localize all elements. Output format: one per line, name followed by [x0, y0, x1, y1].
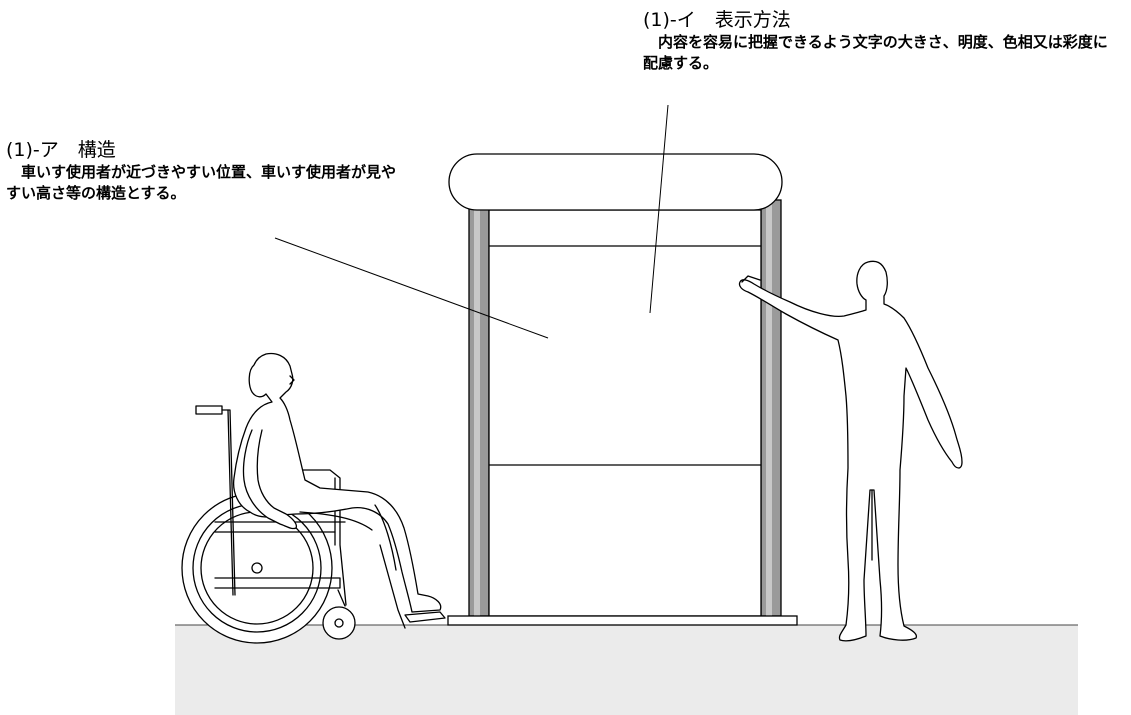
annotation-display-method: (1)-イ 表示方法 内容を容易に把握できるよう文字の大きさ、明度、色相又は彩度…	[643, 8, 1118, 74]
wheelchair-caster	[322, 606, 356, 640]
signboard-cap	[448, 153, 783, 211]
ground-floor	[175, 625, 1078, 715]
wheelchair-user	[181, 352, 446, 644]
standing-person-body	[738, 260, 963, 642]
annotation-structure: (1)-ア 構造 車いす使用者が近づきやすい位置、車いす使用者が見やすい高さ等の…	[6, 138, 406, 204]
annotation-structure-body: 車いす使用者が近づきやすい位置、車いす使用者が見やすい高さ等の構造とする。	[6, 163, 397, 202]
leader-line-display	[649, 104, 669, 314]
annotation-display-heading: (1)-イ 表示方法	[643, 9, 791, 31]
signboard	[447, 153, 798, 626]
signboard-base	[447, 615, 798, 626]
signboard-panel	[488, 209, 762, 617]
wheelchair-user-body	[232, 352, 442, 613]
leader-line-structure	[274, 237, 549, 339]
annotation-display-body: 内容を容易に把握できるよう文字の大きさ、明度、色相又は彩度に配慮する。	[643, 33, 1108, 72]
annotation-structure-heading: (1)-ア 構造	[6, 139, 116, 161]
standing-person	[738, 260, 963, 642]
